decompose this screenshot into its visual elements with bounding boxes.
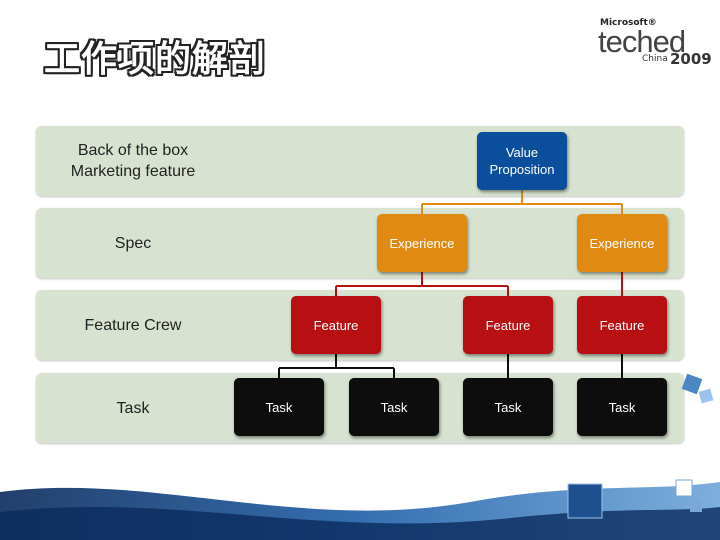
row-label-marketing: Back of the box Marketing feature xyxy=(70,142,196,180)
value-proposition-node: Value Proposition xyxy=(477,132,567,190)
page-title: 工作项的解剖 xyxy=(44,39,267,80)
row-band-marketing xyxy=(36,126,684,196)
logo-region: China xyxy=(642,54,668,64)
row-band-spec xyxy=(36,208,684,278)
row-label-spec: Spec xyxy=(114,235,152,252)
task-node: Task xyxy=(234,378,324,436)
decorative-cube-icon xyxy=(681,373,714,404)
teched-logo: Microsoft® teched China 2009 xyxy=(596,16,712,70)
decorative-wave-footer xyxy=(0,479,720,540)
task-node: Task xyxy=(577,378,667,436)
task-node: Task xyxy=(463,378,553,436)
logo-year: 2009 xyxy=(670,50,712,68)
logo-brand: Microsoft® xyxy=(600,18,657,28)
row-label-task: Task xyxy=(116,400,150,417)
logo-name: teched xyxy=(598,24,686,59)
task-node: Task xyxy=(349,378,439,436)
feature-node: Feature xyxy=(577,296,667,354)
feature-node: Feature xyxy=(463,296,553,354)
feature-node: Feature xyxy=(291,296,381,354)
experience-node: Experience xyxy=(377,214,467,272)
row-label-feature-crew: Feature Crew xyxy=(84,317,182,334)
experience-node: Experience xyxy=(577,214,667,272)
